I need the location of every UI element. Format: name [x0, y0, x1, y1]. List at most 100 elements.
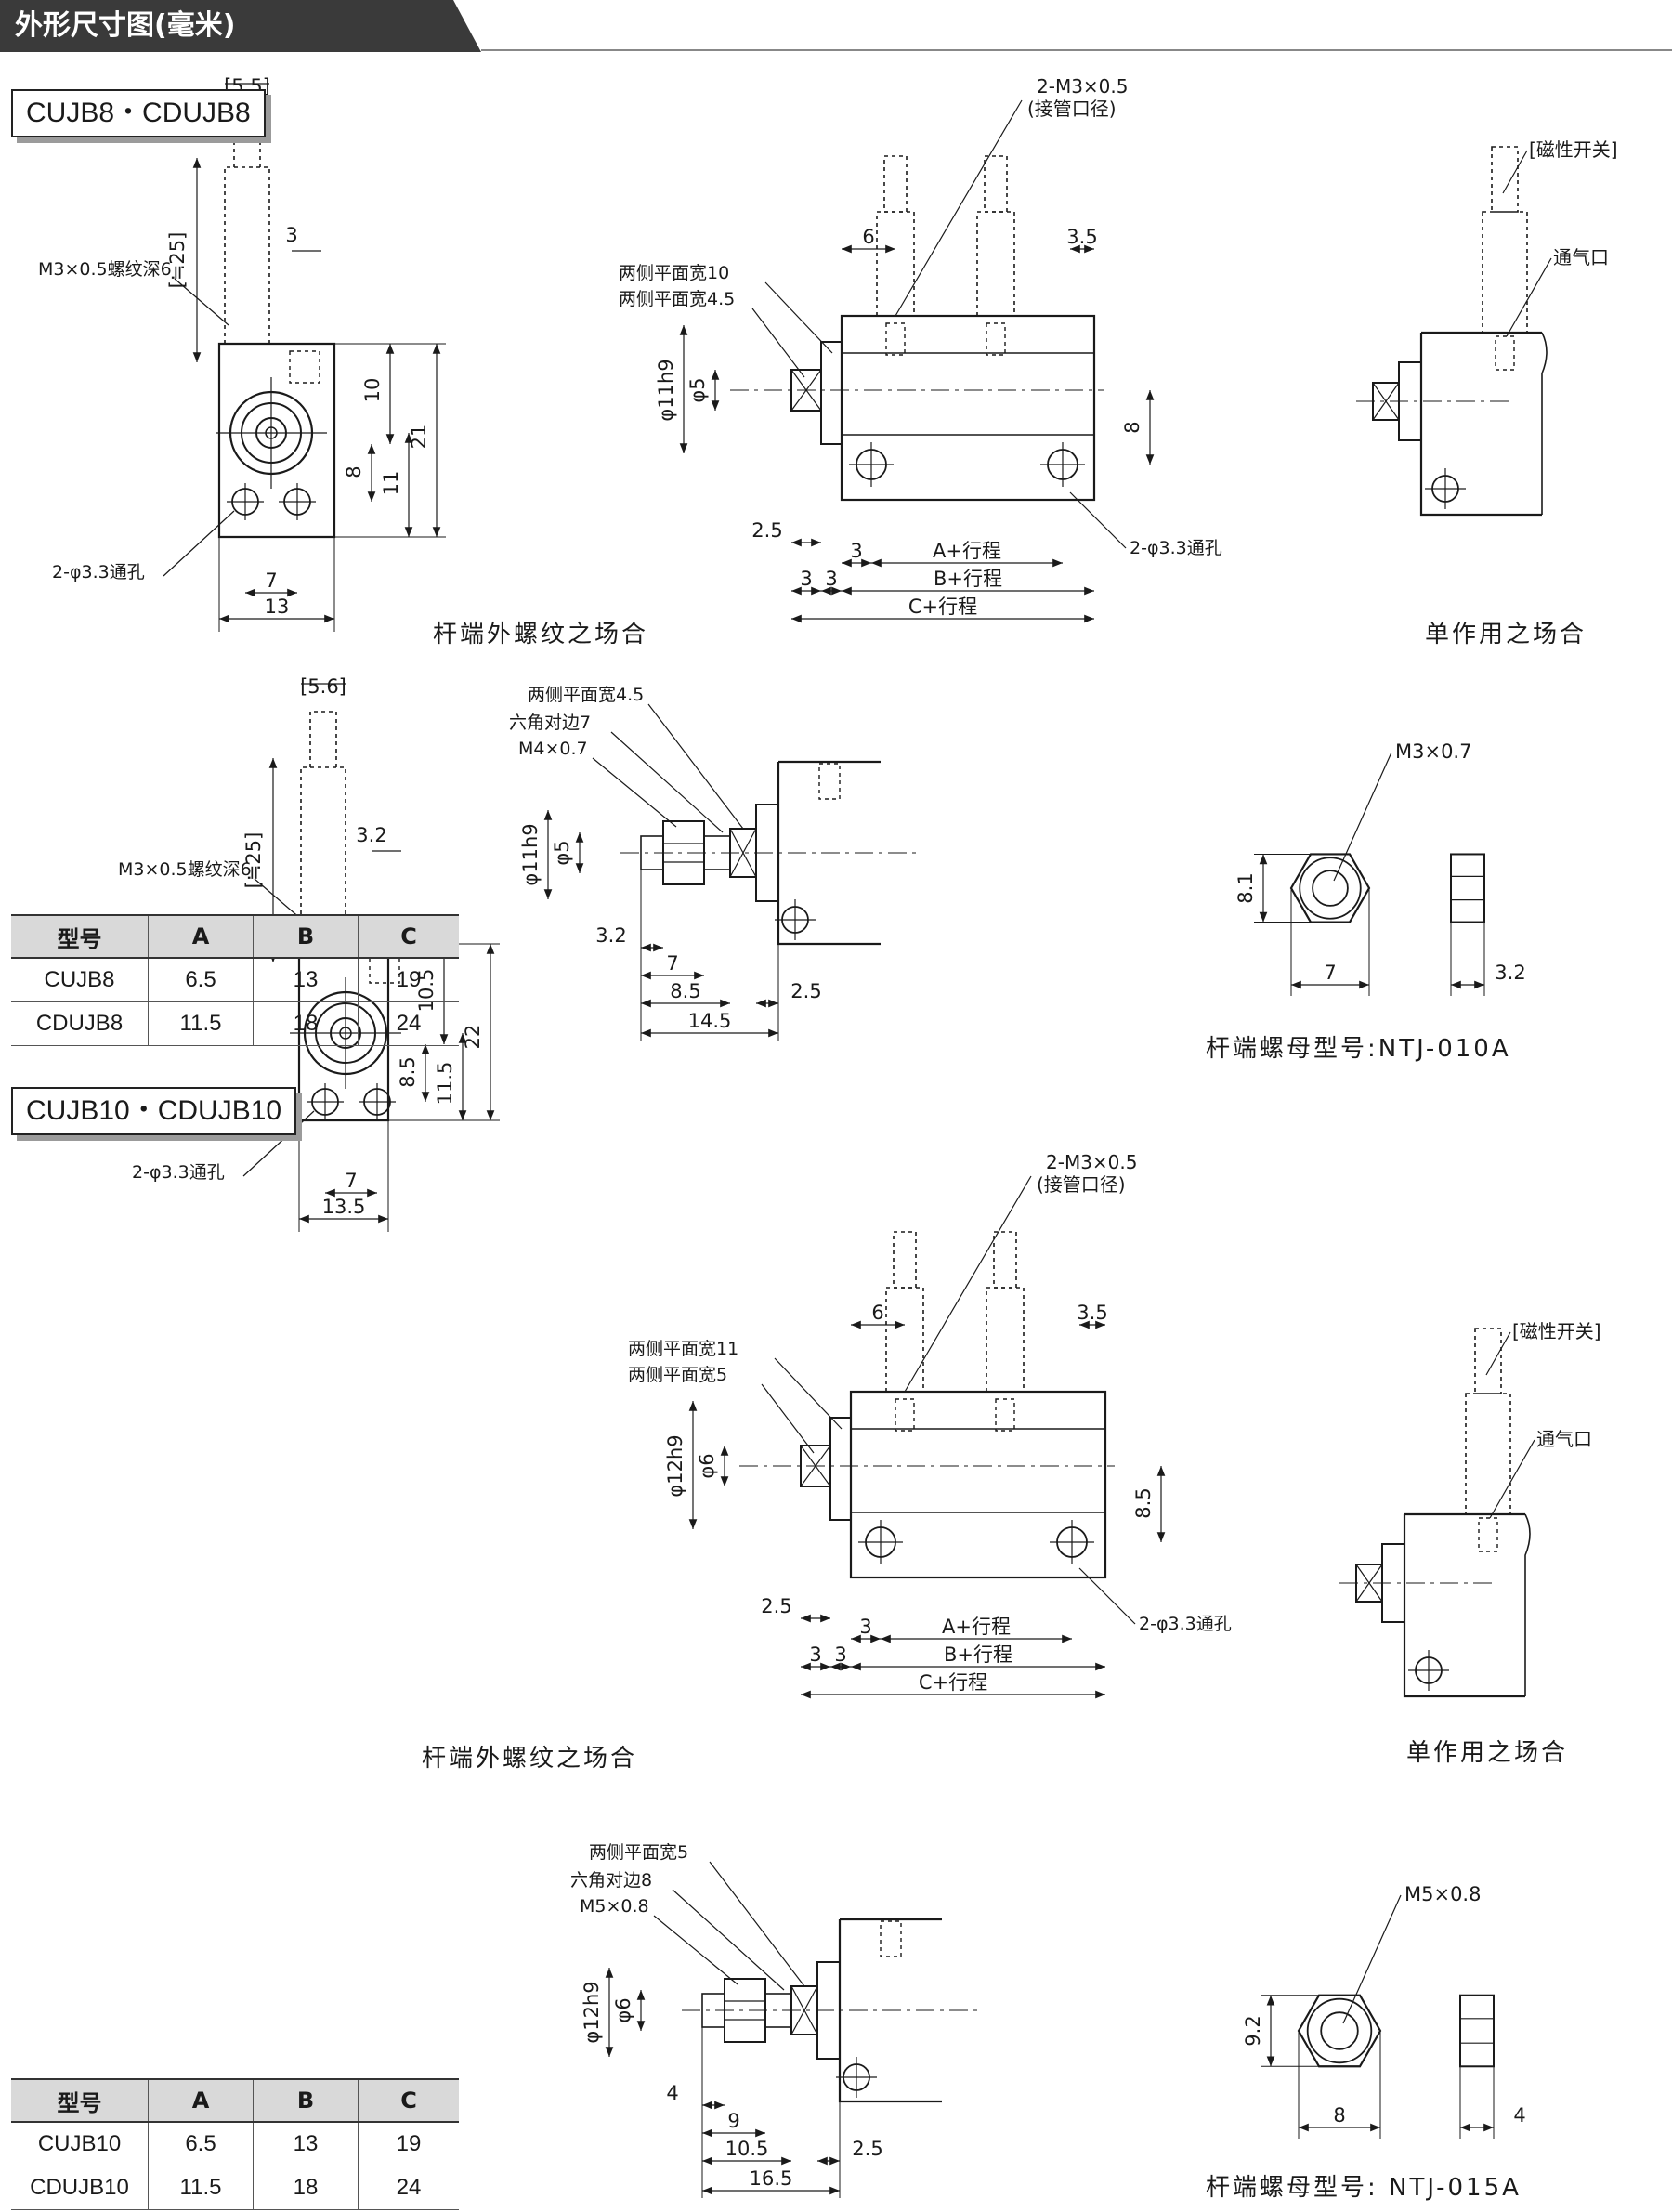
- leader-flat-2: [761, 1383, 815, 1454]
- leader-nut-thread: [1333, 752, 1392, 882]
- dim-rod-end-rod: φ6: [612, 1997, 634, 2022]
- label-flat-width-1: 两侧平面宽10: [619, 263, 729, 283]
- side-body-outline: [849, 1390, 1107, 1579]
- leader-front-thread: [174, 278, 229, 326]
- dim-b-offset-2: 3: [834, 1643, 846, 1666]
- front-rod-thread-dotted: [309, 711, 337, 767]
- leader-nut-thread: [1342, 1894, 1402, 2024]
- cell-model: CDUJB8: [11, 1001, 149, 1046]
- label-front-thread: M3×0.5螺纹深6: [38, 259, 172, 280]
- label-flat-width-1: 两侧平面宽11: [628, 1339, 738, 1359]
- dim-b-length: B+行程: [934, 568, 1002, 590]
- dim-lower-inner: 8.5: [397, 1056, 419, 1087]
- front-body-outline: [217, 342, 336, 539]
- caption-nut-1: 杆端螺母型号:NTJ-010A: [1206, 1035, 1511, 1063]
- side-port-hole-dotted: [986, 322, 1006, 356]
- cell-b: 18: [253, 2166, 359, 2210]
- leader-front-holes: [242, 1110, 315, 1177]
- table-row: CUJB10 6.5 13 19: [11, 2122, 459, 2166]
- dim-rod-boss: φ11h9: [655, 359, 677, 421]
- th-model: 型号: [11, 2078, 149, 2123]
- dim-rod-end-d5: 16.5: [750, 2167, 793, 2190]
- dim-port-offset: 6: [862, 226, 874, 248]
- cell-model: CDUJB10: [11, 2166, 149, 2210]
- th-c: C: [358, 2078, 459, 2123]
- rod-end-port-dotted: [818, 763, 841, 800]
- label-vent: 通气口: [1553, 246, 1609, 268]
- side-port-tube-dotted: [885, 1287, 924, 1393]
- th-c: C: [358, 914, 459, 959]
- dim-nut-thickness: 4: [1513, 2104, 1525, 2127]
- cell-model: CUJB10: [11, 2122, 149, 2166]
- dim-rod: φ6: [696, 1453, 718, 1478]
- cell-a: 11.5: [148, 2166, 254, 2210]
- side-port-fitting-dotted: [893, 1231, 917, 1289]
- table-header-row: 型号 A B C: [11, 2078, 459, 2123]
- dim-nut-width: 8: [1333, 2104, 1345, 2127]
- rod-end-flat-cross: [729, 828, 757, 878]
- dim-rod-end-d1: 3.2: [595, 924, 626, 947]
- caption-single-1: 单作用之场合: [1425, 621, 1587, 648]
- nut-bore: [1320, 2011, 1359, 2050]
- leader-rod-end-flat: [709, 1861, 805, 1987]
- leader-front-holes: [163, 510, 235, 577]
- leader-rod-end-hex: [610, 731, 724, 833]
- leader-flat-2: [751, 308, 805, 378]
- dim-hole-pitch: 7: [265, 569, 277, 592]
- header-shape: [0, 0, 1672, 52]
- dim-port-end: 3.5: [1077, 1302, 1107, 1324]
- dim-rod-end-rod: φ5: [551, 840, 573, 865]
- side-port-hole-dotted: [895, 1398, 915, 1432]
- dim-nut-thickness: 3.2: [1495, 962, 1525, 984]
- cell-c: 19: [358, 2122, 459, 2166]
- label-magnetic-switch: [磁性开关]: [1529, 138, 1618, 161]
- side-port-hole-dotted: [885, 322, 906, 356]
- leader-rod-end-flat: [647, 703, 744, 830]
- leader-ports: [904, 1175, 1032, 1393]
- th-b: B: [253, 2078, 359, 2123]
- label-ports: 2-M3×0.5: [1037, 75, 1129, 98]
- leader-flat-1: [774, 1357, 843, 1430]
- label-vent: 通气口: [1536, 1428, 1592, 1450]
- cell-b: 13: [253, 2122, 359, 2166]
- label-rod-end-thread: M5×0.8: [580, 1896, 649, 1917]
- label-nut-thread: M5×0.8: [1404, 1883, 1481, 1905]
- rod-end-port-dotted: [880, 1920, 902, 1957]
- leader-rod-end-thread: [653, 1915, 738, 1985]
- dim-rod-end-boss: φ12h9: [581, 1981, 603, 2043]
- table-row: CDUJB10 11.5 18 24: [11, 2166, 459, 2210]
- dim-rod-end-boss: φ11h9: [519, 823, 542, 885]
- label-front-thread: M3×0.5螺纹深6: [118, 859, 252, 880]
- single-break-line: [1524, 1513, 1531, 1696]
- leader-ports: [895, 99, 1023, 317]
- label-ports: 2-M3×0.5: [1046, 1151, 1138, 1173]
- side-port-fitting-dotted: [993, 1231, 1017, 1289]
- label-rod-end-flat: 两侧平面宽5: [589, 1842, 688, 1863]
- label-rod-end-flat: 两侧平面宽4.5: [528, 685, 644, 705]
- single-rod-hex-cross: [1355, 1564, 1383, 1603]
- single-switch-dotted: [1482, 211, 1528, 334]
- caption-nut-2: 杆端螺母型号: NTJ-015A: [1206, 2174, 1522, 2202]
- dim-total-height: 22: [462, 1025, 484, 1050]
- single-switch-dotted: [1465, 1393, 1511, 1515]
- dim-nut-width: 7: [1324, 962, 1336, 984]
- leader-vent: [1506, 257, 1552, 337]
- leader-switch: [1502, 150, 1528, 194]
- table-row: CDUJB8 11.5 18 24: [11, 1001, 459, 1046]
- label-magnetic-switch: [磁性开关]: [1512, 1320, 1601, 1342]
- nut-bore: [1312, 870, 1349, 907]
- table-row: CUJB8 6.5 13 19: [11, 958, 459, 1002]
- caption-side-2: 杆端外螺纹之场合: [422, 1745, 638, 1773]
- caption-single-2: 单作用之场合: [1406, 1739, 1569, 1767]
- cell-model: CUJB8: [11, 958, 149, 1002]
- label-nut-thread: M3×0.7: [1395, 740, 1471, 763]
- leader-switch: [1485, 1331, 1511, 1376]
- dim-c-length: C+行程: [919, 1671, 987, 1694]
- label-front-holes: 2-φ3.3通孔: [52, 562, 145, 582]
- dim-top-offset: 3.2: [356, 824, 386, 846]
- dim-lower-inner: 8: [343, 465, 365, 478]
- cell-c: 24: [358, 2166, 459, 2210]
- dim-top-offset: 3: [285, 224, 297, 246]
